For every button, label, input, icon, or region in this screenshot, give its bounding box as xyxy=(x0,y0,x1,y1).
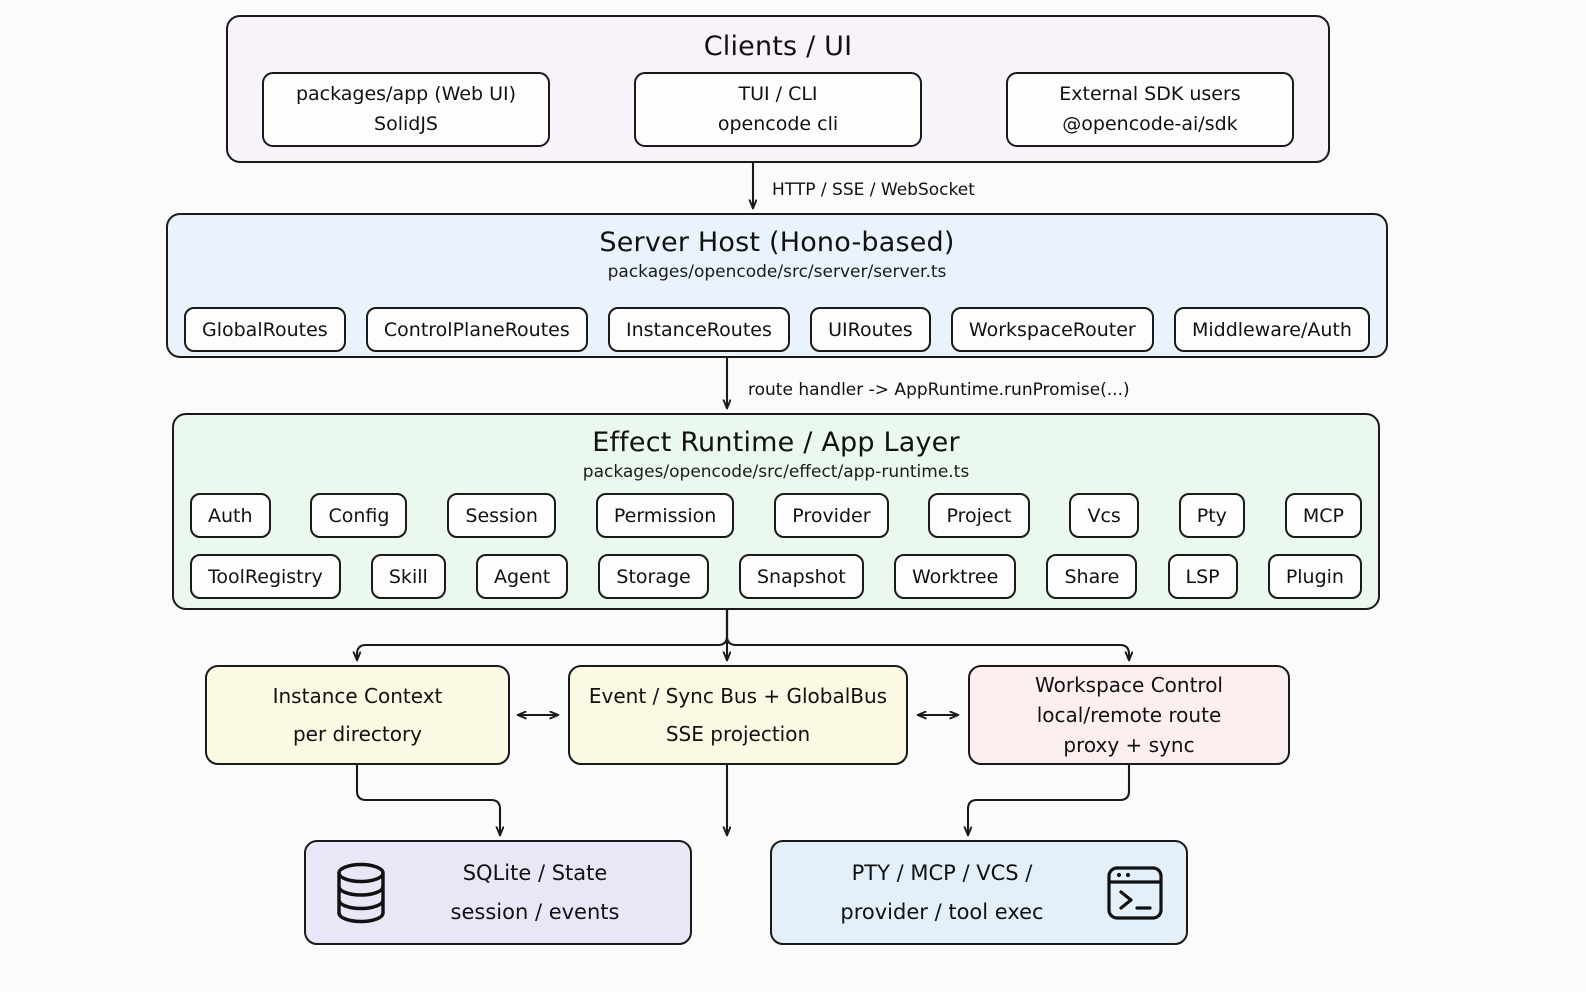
terminal-icon xyxy=(1098,862,1172,924)
runtime-service-pty[interactable]: Pty xyxy=(1178,493,1245,538)
server-routes-row: GlobalRoutes ControlPlaneRoutes Instance… xyxy=(184,307,1370,352)
runtime-service-toolregistry[interactable]: ToolRegistry xyxy=(190,554,341,599)
clients-card-row: packages/app (Web UI) SolidJS TUI / CLI … xyxy=(262,72,1294,147)
exec-line1: PTY / MCP / VCS / xyxy=(851,860,1033,885)
runtime-service-vcs[interactable]: Vcs xyxy=(1069,493,1139,538)
pty-mcp-vcs-box[interactable]: PTY / MCP / VCS / provider / tool exec xyxy=(770,840,1188,945)
workspace-control-line3: proxy + sync xyxy=(1063,733,1195,757)
runtime-service-plugin[interactable]: Plugin xyxy=(1267,554,1362,599)
runtime-service-skill[interactable]: Skill xyxy=(370,554,446,599)
server-host-panel: Server Host (Hono-based) packages/openco… xyxy=(166,213,1388,358)
runtime-service-mcp[interactable]: MCP xyxy=(1284,493,1362,538)
event-bus-line2: SSE projection xyxy=(665,722,811,746)
runtime-panel-title: Effect Runtime / App Layer xyxy=(592,427,960,458)
sqlite-state-box[interactable]: SQLite / State session / events xyxy=(304,840,692,945)
client-card-line2: opencode cli xyxy=(717,112,839,135)
workspace-control-line2: local/remote route xyxy=(1036,703,1222,727)
server-route-instance[interactable]: InstanceRoutes xyxy=(607,307,790,352)
runtime-service-worktree[interactable]: Worktree xyxy=(893,554,1017,599)
runtime-service-storage[interactable]: Storage xyxy=(598,554,709,599)
clients-panel-title: Clients / UI xyxy=(703,31,853,62)
runtime-service-share[interactable]: Share xyxy=(1046,554,1138,599)
runtime-service-snapshot[interactable]: Snapshot xyxy=(738,554,864,599)
client-card-web-ui[interactable]: packages/app (Web UI) SolidJS xyxy=(262,72,550,147)
instance-context-box[interactable]: Instance Context per directory xyxy=(205,665,510,765)
client-card-line1: packages/app (Web UI) xyxy=(295,83,517,106)
client-card-tui-cli[interactable]: TUI / CLI opencode cli xyxy=(634,72,922,147)
edge-instance-to-sqlite xyxy=(355,763,500,835)
runtime-panel-subtitle: packages/opencode/src/effect/app-runtime… xyxy=(582,462,970,482)
clients-ui-panel: Clients / UI packages/app (Web UI) Solid… xyxy=(226,15,1330,163)
sqlite-line2: session / events xyxy=(450,899,620,924)
server-route-workspace[interactable]: WorkspaceRouter xyxy=(950,307,1154,352)
edge-label-http-sse-websocket: HTTP / SSE / WebSocket xyxy=(772,180,975,200)
edge-label-route-handler: route handler -> AppRuntime.runPromise(.… xyxy=(748,380,1130,400)
database-icon xyxy=(324,861,398,925)
runtime-service-permission[interactable]: Permission xyxy=(595,493,735,538)
edge-runtime-to-instance xyxy=(357,608,729,660)
event-bus-line1: Event / Sync Bus + GlobalBus xyxy=(588,684,888,708)
server-route-controlplane[interactable]: ControlPlaneRoutes xyxy=(365,307,588,352)
runtime-service-agent[interactable]: Agent xyxy=(475,554,569,599)
server-route-global[interactable]: GlobalRoutes xyxy=(184,307,346,352)
client-card-external-sdk[interactable]: External SDK users @opencode-ai/sdk xyxy=(1006,72,1294,147)
exec-line2: provider / tool exec xyxy=(840,899,1044,924)
sqlite-labels: SQLite / State session / events xyxy=(398,854,672,932)
edge-workspace-to-exec xyxy=(968,763,1131,835)
server-panel-subtitle: packages/opencode/src/server/server.ts xyxy=(607,262,947,282)
runtime-service-config[interactable]: Config xyxy=(310,493,408,538)
client-card-line2: @opencode-ai/sdk xyxy=(1062,112,1238,135)
workspace-control-box[interactable]: Workspace Control local/remote route pro… xyxy=(968,665,1290,765)
client-card-line1: TUI / CLI xyxy=(738,83,818,106)
server-route-middleware[interactable]: Middleware/Auth xyxy=(1173,307,1370,352)
runtime-service-project[interactable]: Project xyxy=(928,493,1030,538)
client-card-line2: SolidJS xyxy=(374,112,438,135)
edge-runtime-to-workspace xyxy=(725,608,1129,660)
runtime-services-row-2: ToolRegistry Skill Agent Storage Snapsho… xyxy=(190,554,1362,599)
instance-context-line1: Instance Context xyxy=(272,684,443,708)
server-panel-title: Server Host (Hono-based) xyxy=(599,227,955,258)
workspace-control-line1: Workspace Control xyxy=(1035,673,1223,697)
runtime-services-row-1: Auth Config Session Permission Provider … xyxy=(190,493,1362,538)
runtime-service-session[interactable]: Session xyxy=(447,493,556,538)
instance-context-line2: per directory xyxy=(292,722,423,746)
server-route-ui[interactable]: UIRoutes xyxy=(810,307,931,352)
exec-labels: PTY / MCP / VCS / provider / tool exec xyxy=(786,854,1098,932)
runtime-service-provider[interactable]: Provider xyxy=(774,493,889,538)
event-sync-bus-box[interactable]: Event / Sync Bus + GlobalBus SSE project… xyxy=(568,665,908,765)
client-card-line1: External SDK users xyxy=(1059,83,1241,106)
sqlite-line1: SQLite / State xyxy=(462,860,608,885)
effect-runtime-panel: Effect Runtime / App Layer packages/open… xyxy=(172,413,1380,610)
runtime-service-auth[interactable]: Auth xyxy=(190,493,271,538)
runtime-service-lsp[interactable]: LSP xyxy=(1167,554,1238,599)
